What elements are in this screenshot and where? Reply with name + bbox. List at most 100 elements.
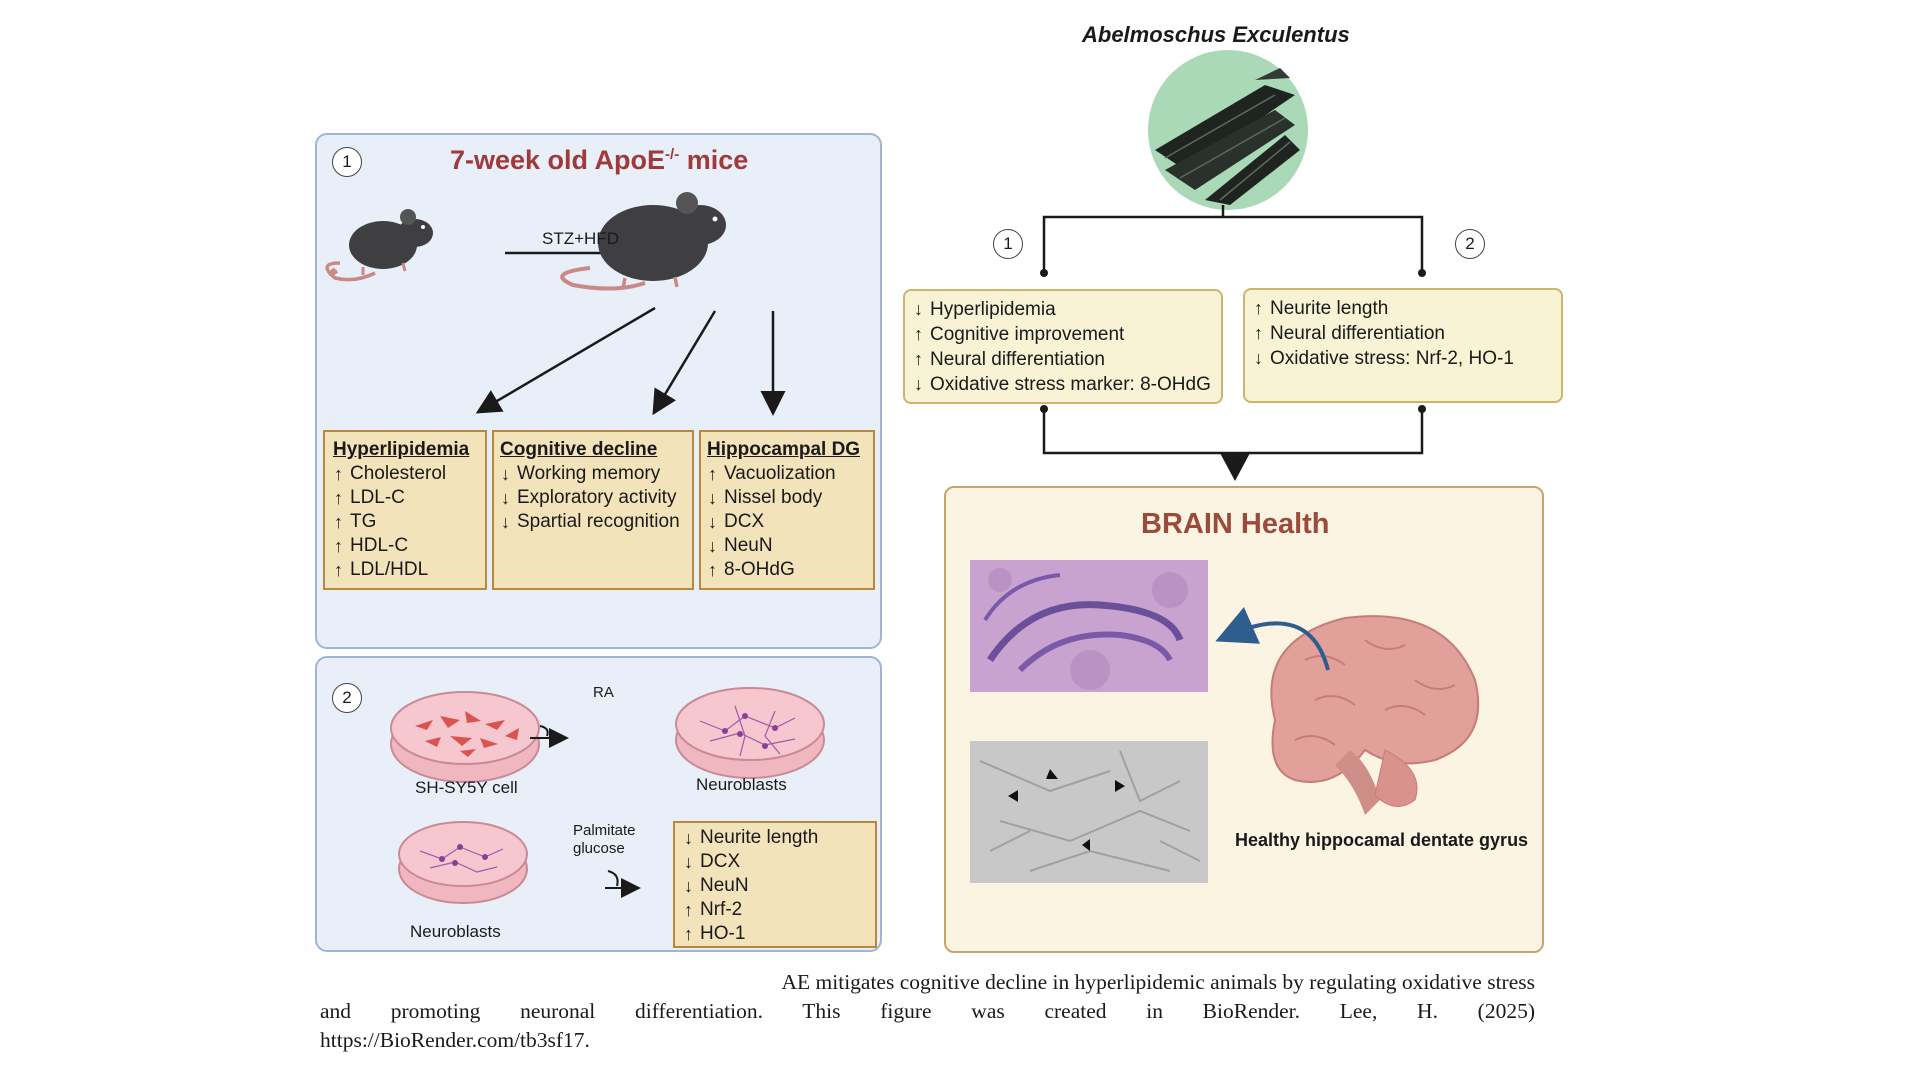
effect-label: Oxidative stress marker: 8-OHdG: [930, 374, 1211, 395]
branch1-number: 1: [993, 229, 1023, 259]
brain-icon: [1215, 607, 1480, 815]
effect-label: NeuN: [724, 535, 773, 556]
effect-item: ↓ NeuN: [707, 534, 867, 558]
caption-line-2: and promoting neuronal differentiation. …: [320, 999, 1535, 1023]
effect-label: Hyperlipidemia: [930, 299, 1056, 320]
sh-sy5y-label: SH-SY5Y cell: [415, 778, 518, 797]
box-items: ↓Hyperlipidemia↑Cognitive improvement↑Ne…: [913, 297, 1213, 397]
down-arrow-icon: ↓: [501, 488, 510, 508]
in-vivo-effects-box: ↓Hyperlipidemia↑Cognitive improvement↑Ne…: [903, 289, 1223, 404]
effect-item: ↓ NeuN: [683, 874, 867, 898]
effect-item: ↑ HDL-C: [333, 534, 477, 558]
effect-label: DCX: [700, 851, 741, 872]
effect-label: LDL-C: [350, 487, 405, 508]
effect-label: LDL/HDL: [350, 559, 429, 580]
ra-label: RA: [593, 684, 614, 701]
box-header: Hyperlipidemia: [333, 439, 470, 460]
effect-item: ↑ TG: [333, 510, 477, 534]
effect-item: ↑ Nrf-2: [683, 898, 867, 922]
box-header: Hippocampal DG: [707, 439, 861, 460]
effect-label: TG: [350, 511, 377, 532]
down-arrow-icon: ↓: [914, 299, 923, 319]
effect-label: 8-OHdG: [724, 559, 795, 580]
effect-item: ↑ Neural differentiation: [913, 347, 1213, 372]
down-arrow-icon: ↓: [1254, 348, 1263, 368]
in-vitro-results-box: ↓Neurite length↓DCX↓NeuN↑Nrf-2↑HO-1: [673, 821, 877, 948]
glucose-label: glucose: [573, 840, 625, 857]
up-arrow-icon: ↑: [708, 560, 717, 580]
effect-item: ↓ Oxidative stress marker: 8-OHdG: [913, 372, 1213, 397]
petri-dish-icon: [398, 821, 528, 904]
box-items: ↓ Working memory ↓ Exploratory activity↓Spa…: [500, 462, 686, 534]
up-arrow-icon: ↑: [1254, 323, 1263, 343]
effect-label: Neurite length: [700, 827, 819, 848]
down-arrow-icon: ↓: [708, 512, 717, 532]
effect-label: DCX: [724, 511, 765, 532]
effect-label: Vacuolization: [724, 463, 836, 484]
panel1-number: 1: [332, 147, 362, 177]
down-arrow-icon: ↓: [501, 464, 510, 484]
panel2-number: 2: [332, 683, 362, 713]
effect-label: HDL-C: [350, 535, 409, 556]
petri-dish-icon: [390, 691, 540, 783]
down-arrow-icon: ↓: [684, 852, 693, 872]
figure-caption: AE mitigates cognitive decline in hyperl…: [320, 968, 1535, 1055]
down-arrow-icon: ↓: [708, 536, 717, 556]
effect-item: ↓ Exploratory activity: [500, 486, 686, 510]
plant-title: Abelmoschus Exculentus: [1082, 22, 1350, 47]
up-arrow-icon: ↑: [334, 536, 343, 556]
treatment-label: STZ+HFD: [542, 229, 619, 248]
effect-item: ↑ LDL-C: [333, 486, 477, 510]
petri-dish-icon: [675, 687, 825, 779]
effect-item: ↑ Vacuolization: [707, 462, 867, 486]
effect-item: ↓ DCX: [683, 850, 867, 874]
panel1-title-main: 7-week old ApoE: [450, 145, 666, 175]
effect-item: ↑Cholesterol: [333, 462, 477, 486]
up-arrow-icon: ↑: [708, 464, 717, 484]
effect-label: Nrf-2: [700, 899, 743, 920]
up-arrow-icon: ↑: [334, 488, 343, 508]
panel1-title: 7-week old ApoE-/- mice: [450, 145, 748, 176]
branch2-number: 2: [1455, 229, 1485, 259]
down-arrow-icon: ↓: [684, 828, 693, 848]
brain-caption: Healthy hippocamal dentate gyrus: [1235, 830, 1529, 850]
up-arrow-icon: ↑: [334, 512, 343, 532]
small-mouse-icon: [325, 209, 433, 282]
effect-item: ↓ Nissel body: [707, 486, 867, 510]
in-vitro-effects-box: ↑Neurite length↑Neural differentiation↓O…: [1243, 288, 1563, 403]
effect-label: Working memory: [517, 463, 661, 484]
caption-line-1: AE mitigates cognitive decline in hyperl…: [781, 970, 1535, 994]
large-mouse-icon: [560, 192, 726, 291]
up-arrow-icon: ↑: [334, 464, 343, 484]
effect-label: Neural differentiation: [930, 349, 1105, 370]
effect-item: ↓ Hyperlipidemia: [913, 297, 1213, 322]
neuroblasts-label: Neuroblasts: [696, 775, 787, 794]
effect-label: Exploratory activity: [517, 487, 677, 508]
mice-illustration: [325, 192, 786, 416]
down-arrow-icon: ↓: [684, 876, 693, 896]
okra-icon: [1148, 50, 1308, 210]
effect-item: ↑ LDL/HDL: [333, 558, 477, 582]
up-arrow-icon: ↑: [914, 349, 923, 369]
effect-item: ↑ 8-OHdG: [707, 558, 867, 582]
down-arrow-icon: ↓: [914, 374, 923, 394]
up-arrow-icon: ↑: [1254, 298, 1263, 318]
effect-label: Nissel body: [724, 487, 823, 508]
down-arrow-icon: ↓: [708, 488, 717, 508]
box-items: ↑Neurite length↑Neural differentiation↓O…: [1253, 296, 1553, 371]
effect-item: ↓Spartial recognition: [500, 510, 686, 534]
effect-label: NeuN: [700, 875, 749, 896]
effect-item: ↓ Working memory: [500, 462, 686, 486]
up-arrow-icon: ↑: [684, 924, 693, 944]
effect-item: ↓Oxidative stress: Nrf-2, HO-1: [1253, 346, 1553, 371]
up-arrow-icon: ↑: [684, 900, 693, 920]
box-items: ↓Neurite length↓DCX↓NeuN↑Nrf-2↑HO-1: [683, 826, 867, 946]
effect-label: Neurite length: [1270, 298, 1389, 319]
brain-health-title: BRAIN Health: [1141, 508, 1330, 540]
effect-item: ↑ Neurite length: [1253, 296, 1553, 321]
up-arrow-icon: ↑: [914, 324, 923, 344]
up-arrow-icon: ↑: [334, 560, 343, 580]
microscopy-image: [970, 741, 1208, 883]
panel1-title-sup: -/-: [665, 146, 680, 163]
box-items: ↑Cholesterol↑LDL-C↑TG↑HDL-C↑LDL/HDL: [333, 462, 477, 582]
